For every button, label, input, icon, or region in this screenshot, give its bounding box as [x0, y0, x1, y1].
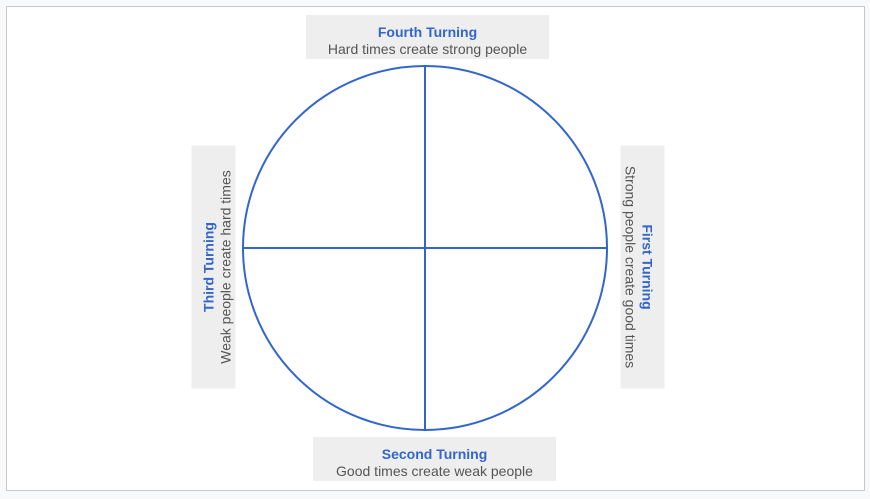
third-turning-label: Third Turning Weak people create hard ti…	[191, 145, 235, 388]
third-turning-subtitle: Weak people create hard times	[217, 169, 233, 364]
fourth-turning-title: Fourth Turning	[377, 24, 478, 40]
second-turning-label: Second Turning Good times create weak pe…	[313, 437, 556, 481]
fourth-turning-subtitle: Hard times create strong people	[327, 41, 528, 57]
second-turning-subtitle: Good times create weak people	[336, 463, 533, 479]
third-turning-title: Third Turning	[200, 221, 216, 312]
fourth-turning-label: Fourth Turning Hard times create strong …	[306, 15, 549, 59]
second-turning-title: Second Turning	[381, 446, 488, 462]
first-turning-subtitle: Strong people create good times	[622, 165, 638, 368]
first-turning-title: First Turning	[639, 223, 655, 310]
first-turning-label: First Turning Strong people create good …	[620, 145, 664, 388]
